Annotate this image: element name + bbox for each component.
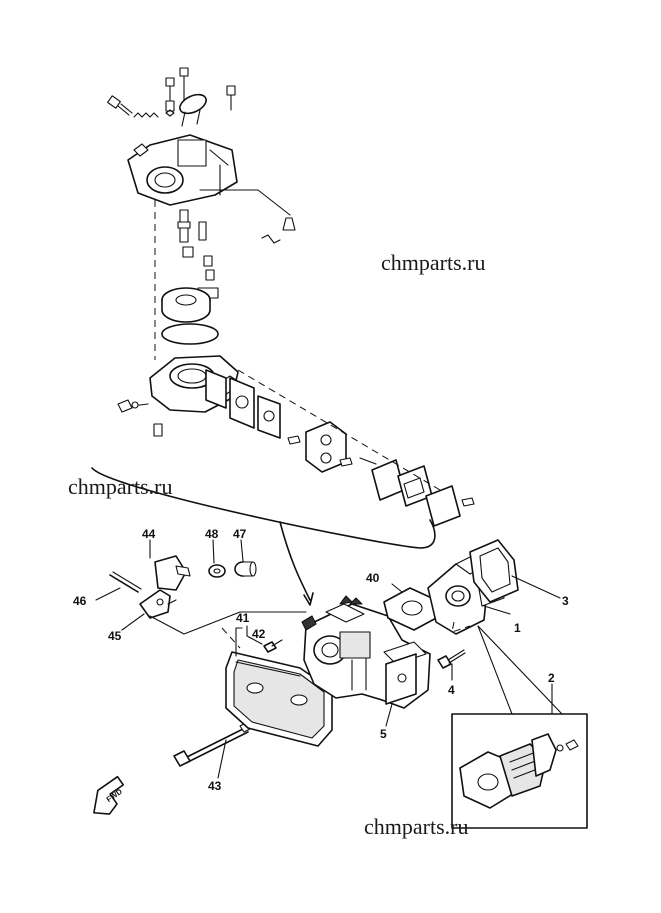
- callout-5: 5: [380, 727, 387, 741]
- choke-rod-edge: [112, 571, 142, 590]
- intake-silencer: [225, 651, 333, 747]
- reference-arrow-head: [303, 592, 314, 606]
- carburetor-gasket: [383, 587, 441, 631]
- callout-2: 2: [548, 671, 555, 685]
- reed-valve-inset: [451, 625, 588, 829]
- callout-44: 44: [142, 527, 156, 541]
- callout-47: 47: [233, 527, 247, 541]
- long-bolt: [173, 721, 253, 767]
- callout-45: 45: [108, 629, 122, 643]
- lower-align-dash: [451, 621, 471, 633]
- callout-41: 41: [236, 611, 250, 625]
- callout-labels: 44 48 47 46 45 40 1 3 4 5 2 41 42 43: [73, 527, 569, 793]
- choke-rod: [109, 574, 139, 593]
- choke-knob: [154, 555, 191, 591]
- callout-3: 3: [562, 594, 569, 608]
- upper-float: [161, 269, 219, 323]
- reference-arrow: [279, 521, 311, 601]
- callout-43: 43: [208, 779, 222, 793]
- upper-screw-left: [107, 95, 133, 116]
- upper-carburetor-body: [127, 134, 238, 206]
- fwd-direction-badge: FWD: [93, 775, 124, 815]
- silencer-screw: [263, 639, 283, 653]
- upper-float-gasket: [161, 323, 219, 345]
- upper-carburetor-assembly: [91, 67, 475, 606]
- upper-float-bowl: [149, 355, 243, 413]
- upper-linkage: [199, 189, 291, 216]
- manifold-bolt: [437, 649, 466, 669]
- callout-4: 4: [448, 683, 455, 697]
- leader-lines: [95, 539, 561, 779]
- watermark-top: chmparts.ru: [381, 250, 485, 275]
- callout-40: 40: [366, 571, 380, 585]
- upper-fuel-pump: [287, 421, 377, 473]
- bolt-guide-dash: [221, 627, 241, 649]
- choke-lever: [139, 589, 177, 619]
- upper-spring: [133, 112, 159, 118]
- lower-linkage: [149, 611, 307, 635]
- upper-reed-plates: [371, 459, 475, 527]
- main-carburetor: [301, 595, 431, 709]
- lower-carburetor-assembly: FWD: [93, 539, 588, 829]
- watermark-bottom: chmparts.ru: [364, 814, 468, 839]
- callout-42: 42: [252, 627, 266, 641]
- upper-align-dash-2: [237, 369, 441, 491]
- callout-46: 46: [73, 594, 87, 608]
- washer: [208, 564, 226, 578]
- watermark-middle: chmparts.ru: [68, 474, 172, 499]
- callout-1: 1: [514, 621, 521, 635]
- upper-jets: [177, 209, 213, 267]
- manifold-gasket: [469, 539, 519, 603]
- upper-gasket-stack: [205, 369, 281, 439]
- upper-clip: [261, 234, 281, 244]
- upper-small-bolt: [282, 217, 296, 231]
- callout-48: 48: [205, 527, 219, 541]
- choke-bushing: [234, 561, 257, 577]
- upper-cover-plate: [179, 93, 207, 127]
- upper-top-screws: [165, 67, 236, 117]
- upper-bowl-screws: [117, 399, 163, 437]
- reference-curve: [91, 467, 436, 549]
